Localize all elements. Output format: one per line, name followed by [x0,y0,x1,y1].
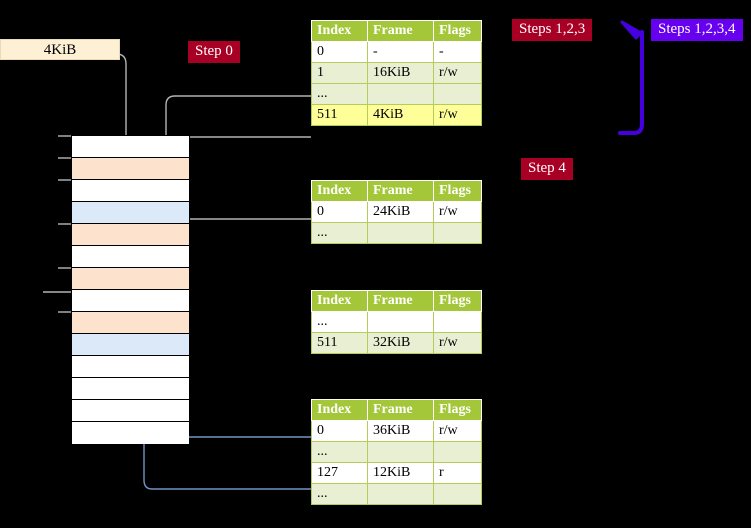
column-header-index: Index [311,20,368,42]
cell-frame [367,441,434,463]
table-row: 0-- [311,41,482,63]
memory-frame-12 [72,400,189,422]
column-header-index: Index [311,290,368,312]
badge-steps-1234: Steps 1,2,3,4 [651,19,743,41]
column-header-frame: Frame [367,290,434,312]
table-row: ... [311,483,482,505]
memory-frame-11 [72,378,189,400]
cell-index: ... [311,83,368,105]
wire-t1-0-to-memory [174,218,311,248]
column-header-flags: Flags [433,20,482,42]
memory-tick-0 [58,135,71,137]
size-label-box: 4KiB [0,39,120,60]
cell-index: 0 [311,41,368,63]
cell-flags: r/w [433,201,482,223]
cell-index: 1 [311,62,368,84]
arrowhead-steps1234 [620,20,643,40]
cell-flags [433,441,482,463]
cell-flags: r [433,462,482,484]
column-header-flags: Flags [433,290,482,312]
memory-tick-6 [58,267,71,269]
column-header-frame: Frame [367,399,434,421]
wire-steps1234-bracket [618,30,644,135]
cell-index: ... [311,222,368,244]
cell-frame [367,483,434,505]
memory-frame-4 [72,224,189,246]
table-row: ... [311,222,482,244]
badge-step-4: Step 4 [521,158,573,180]
badge-step-0: Step 0 [188,41,240,63]
memory-tick-2 [58,179,71,181]
physical-memory-column [71,135,190,444]
table-row: ... [311,311,482,333]
cell-frame: 24KiB [367,201,434,223]
cell-flags: r/w [433,420,482,442]
cell-flags: - [433,41,482,63]
cell-index: 511 [311,332,368,354]
cell-index: ... [311,483,368,505]
cell-flags: r/w [433,104,482,126]
cell-flags: r/w [433,62,482,84]
cell-flags [433,483,482,505]
table-row: ... [311,441,482,463]
cell-flags [433,222,482,244]
memory-tick-4 [58,223,71,225]
cell-frame: - [367,41,434,63]
memory-frame-9 [72,334,189,356]
memory-frame-0 [72,136,189,158]
cell-frame: 36KiB [367,420,434,442]
cell-frame [367,222,434,244]
size-label-text: 4KiB [43,42,77,58]
memory-frame-10 [72,356,189,378]
memory-frame-13 [72,422,189,444]
memory-frame-8 [72,312,189,334]
cell-index: 0 [311,420,368,442]
column-header-flags: Flags [433,399,482,421]
cell-index: 511 [311,104,368,126]
badge-steps-123: Steps 1,2,3 [512,19,593,41]
column-header-index: Index [311,180,368,202]
memory-frame-6 [72,268,189,290]
memory-frame-7 [72,290,189,312]
memory-frame-5 [72,246,189,268]
column-header-frame: Frame [367,180,434,202]
memory-tick-8 [58,311,71,313]
cell-index: 0 [311,201,368,223]
cell-frame: 4KiB [367,104,434,126]
cell-frame: 32KiB [367,332,434,354]
cell-frame: 16KiB [367,62,434,84]
cell-flags [433,83,482,105]
cell-frame [367,83,434,105]
wire-4kib-to-memory [117,53,134,153]
cell-frame [367,311,434,333]
column-header-flags: Flags [433,180,482,202]
cell-index: 127 [311,462,368,484]
cell-index: ... [311,311,368,333]
memory-frame-1 [72,158,189,180]
memory-frame-3 [72,202,189,224]
memory-frame-2 [72,180,189,202]
column-header-index: Index [311,399,368,421]
cell-index: ... [311,441,368,463]
column-header-frame: Frame [367,20,434,42]
cell-flags: r/w [433,332,482,354]
cell-frame: 12KiB [367,462,434,484]
table-row: ... [311,83,482,105]
cell-flags [433,311,482,333]
memory-tick-1 [58,157,71,159]
